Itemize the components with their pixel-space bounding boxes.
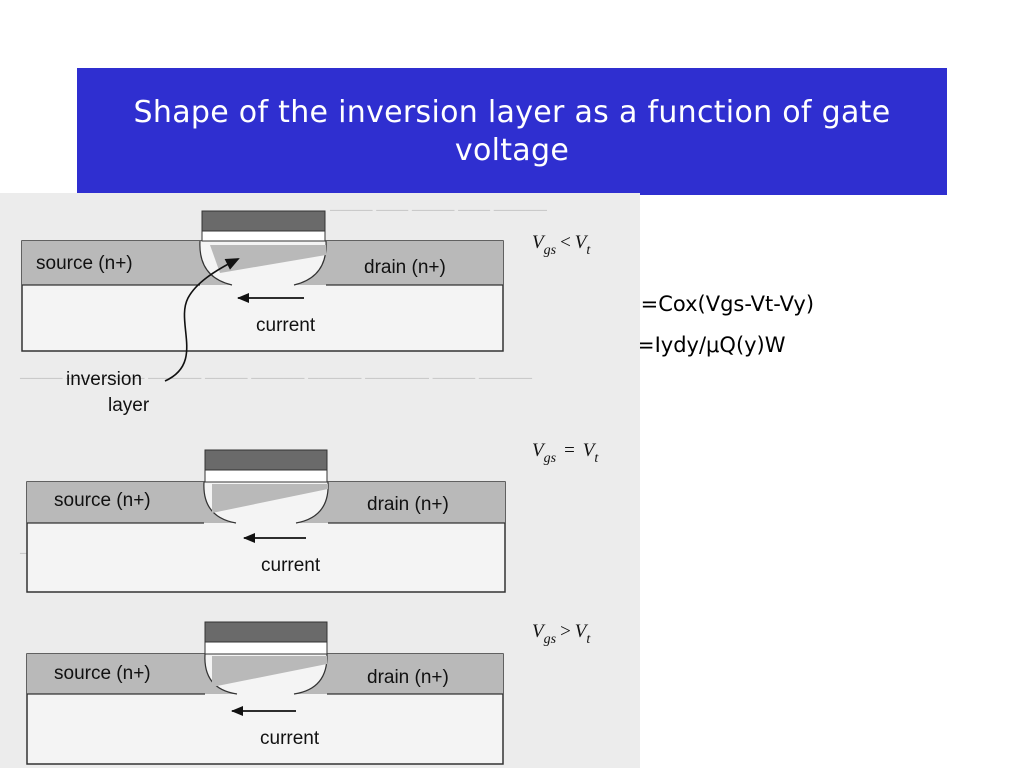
mosfet-panel-3: source (n+) drain (n+) current Vgs>Vt — [26, 621, 591, 765]
drain-label: drain (n+) — [367, 494, 449, 515]
gate — [204, 621, 328, 643]
drain-label: drain (n+) — [364, 257, 446, 278]
inversion-layer — [212, 484, 328, 513]
current-label: current — [261, 555, 321, 576]
source-label: source (n+) — [54, 663, 151, 684]
source-label: source (n+) — [36, 253, 133, 274]
gate — [201, 210, 326, 232]
current-label: current — [260, 728, 320, 749]
mosfet-diagram: ──── ─── ──── ─── ───── ──── ─── ──── ──… — [19, 203, 599, 765]
inversion-label-line2: layer — [108, 395, 150, 416]
equation-charge: y)=Cox(Vgs-Vt-Vy) — [620, 292, 815, 316]
slide-title: Shape of the inversion layer as a functi… — [133, 94, 891, 168]
condition-label: Vgs>Vt — [532, 621, 591, 647]
condition-label: Vgs<Vt — [532, 232, 591, 258]
gate-oxide — [201, 230, 326, 242]
current-label: current — [256, 315, 316, 336]
gate-oxide — [204, 641, 328, 655]
mosfet-panel-1: source (n+) drain (n+) current inversion… — [21, 210, 591, 416]
slide-title-bar: Shape of the inversion layer as a functi… — [77, 68, 947, 195]
scan-ghost-text: ──── ─── ──── ─── ───── — [329, 203, 547, 219]
gate — [204, 449, 328, 471]
scanned-mosfet-figure: ──── ─── ──── ─── ───── ──── ─── ──── ──… — [0, 193, 640, 768]
scan-ghost-text: ──── ─── ──── ───── ──── ───── ───── ───… — [19, 371, 532, 387]
inversion-layer — [212, 656, 327, 687]
drain-edge — [293, 240, 327, 286]
equation-voltage-drop: =Iydy/μQ(y)W — [637, 333, 786, 357]
drain-label: drain (n+) — [367, 667, 449, 688]
condition-label: Vgs=Vt — [532, 440, 599, 466]
source-label: source (n+) — [54, 490, 151, 511]
inversion-pointer-arrow — [164, 258, 240, 382]
source-edge — [199, 240, 233, 286]
mosfet-panel-2: source (n+) drain (n+) current Vgs=Vt — [26, 440, 599, 593]
inversion-label: inversion — [66, 369, 142, 390]
gate-oxide — [204, 469, 328, 483]
